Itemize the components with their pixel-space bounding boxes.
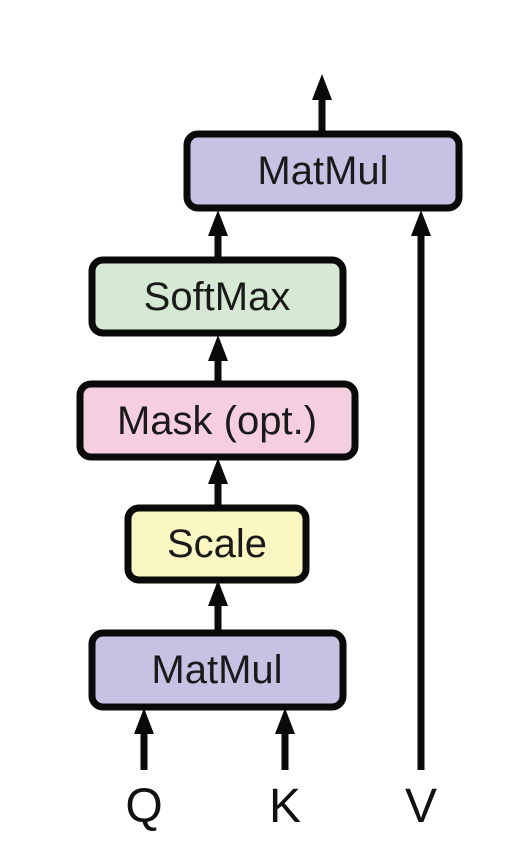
node-matmul-top: MatMul [183,130,463,212]
node-softmax: SoftMax [88,256,347,337]
input-label-k: K [269,780,301,833]
node-matmul-bottom-label: MatMul [151,648,282,692]
node-matmul-bottom-box [88,629,347,711]
node-scale: Scale [124,504,310,584]
arrowhead-softmax [208,335,228,361]
arrowhead-scale [208,580,228,606]
arrowhead-v [411,210,431,236]
arrowheads [134,74,431,734]
node-scale-box [124,504,310,584]
arrowhead-mask [208,458,228,484]
node-softmax-label: SoftMax [144,275,291,319]
arrowhead-q [134,708,154,734]
node-mask-label: Mask (opt.) [117,399,317,443]
arrowhead-top-matmul [208,210,228,236]
input-label-v: V [405,780,437,833]
node-mask: Mask (opt.) [76,380,359,461]
connectors [140,96,425,770]
node-matmul-bottom: MatMul [88,629,347,711]
input-label-q: Q [125,780,162,833]
node-mask-box [76,380,359,461]
node-scale-label: Scale [167,522,267,566]
node-matmul-top-box [183,130,463,212]
input-labels: Q K V [125,780,437,833]
arrowhead-output [312,74,332,100]
arrowhead-k [275,708,295,734]
node-softmax-box [88,256,347,337]
node-matmul-top-label: MatMul [257,149,388,193]
